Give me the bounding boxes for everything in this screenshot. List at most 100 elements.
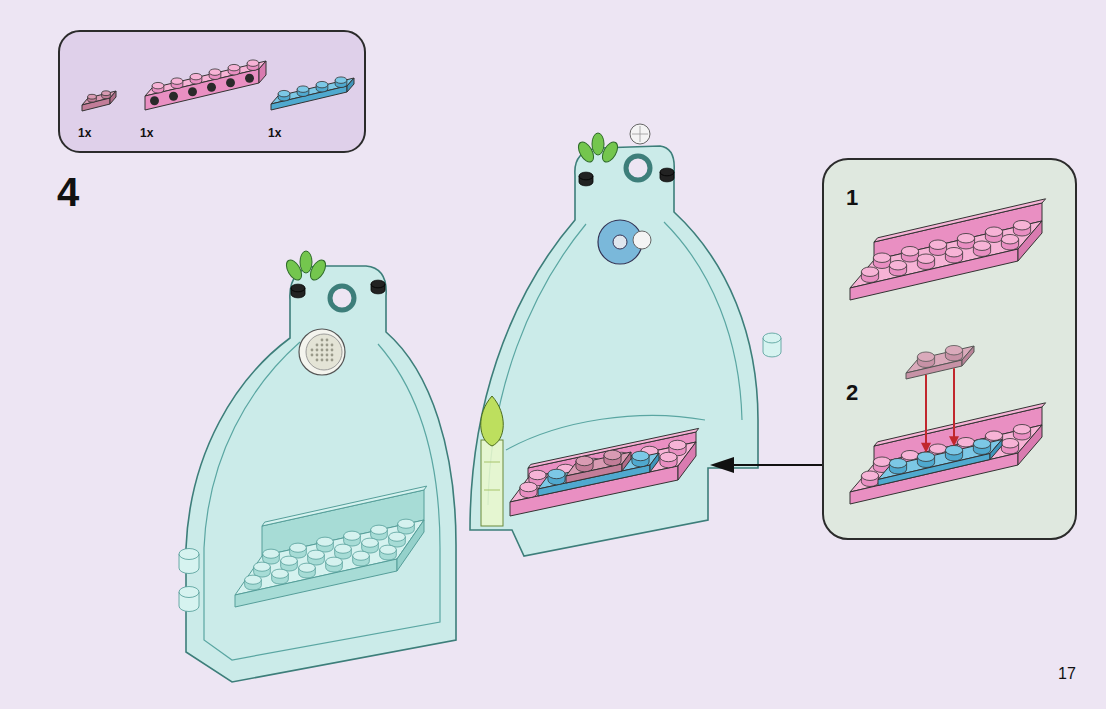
stud-top bbox=[317, 537, 334, 546]
plate-front bbox=[566, 464, 622, 483]
quantity-label: 1x bbox=[78, 126, 91, 140]
stud-top bbox=[291, 284, 305, 292]
stud-top bbox=[669, 440, 686, 449]
stud-top bbox=[889, 260, 906, 269]
pink-bracket bbox=[850, 403, 1046, 504]
stud-top bbox=[632, 451, 649, 460]
stud-top bbox=[389, 532, 406, 541]
grille-dot bbox=[326, 339, 329, 342]
stud-top bbox=[290, 543, 307, 552]
dark-pink-plate bbox=[566, 450, 631, 483]
text-slot: 1x bbox=[268, 123, 281, 141]
stud-top bbox=[901, 246, 918, 255]
stud-top bbox=[901, 450, 918, 459]
tube-ring bbox=[484, 462, 500, 490]
pod-rim bbox=[204, 342, 440, 660]
stud-top bbox=[247, 60, 259, 66]
stud-top bbox=[973, 439, 990, 448]
stud-top bbox=[604, 450, 621, 459]
page-number: 17 bbox=[1058, 665, 1076, 682]
left-pod bbox=[179, 251, 456, 682]
bracket-wall-top bbox=[528, 428, 699, 468]
plate-side bbox=[110, 91, 116, 104]
plate-side bbox=[259, 61, 266, 83]
plate-front bbox=[235, 559, 397, 607]
parts-list-box: 1x 1x 1x bbox=[58, 30, 366, 153]
blue-plate bbox=[878, 439, 1002, 486]
stud-top bbox=[929, 444, 946, 453]
stud-top bbox=[362, 538, 379, 547]
stud-top bbox=[576, 456, 593, 465]
bracket-wall bbox=[262, 490, 424, 556]
grille-dot bbox=[316, 354, 319, 357]
plate-side bbox=[347, 78, 354, 92]
text-slot: 1 bbox=[846, 185, 858, 210]
stud-top bbox=[945, 345, 962, 354]
grille-dot bbox=[321, 354, 324, 357]
side-stud-hole bbox=[150, 96, 159, 105]
quantity-label: 1x bbox=[268, 126, 281, 140]
tile-face bbox=[306, 334, 342, 370]
plate-front bbox=[271, 86, 347, 110]
side-stud-hole bbox=[188, 87, 197, 96]
part-blue-plate bbox=[271, 77, 354, 110]
callout-illustration bbox=[850, 199, 1046, 504]
stud-top bbox=[326, 557, 343, 566]
side-stud-hole bbox=[169, 92, 178, 101]
plate-side bbox=[650, 453, 659, 472]
red-arrow-line bbox=[925, 375, 927, 445]
grille-dot bbox=[321, 344, 324, 347]
pod-loop bbox=[626, 156, 650, 180]
stud-top bbox=[209, 69, 221, 75]
stud-top bbox=[889, 458, 906, 467]
grille-dot bbox=[326, 359, 329, 362]
bracket-wall-top bbox=[874, 403, 1046, 446]
stud-top bbox=[917, 352, 934, 361]
plate-front bbox=[850, 249, 1018, 300]
stud-top bbox=[171, 78, 183, 84]
bracket-wall-top bbox=[874, 199, 1046, 242]
part-illustration bbox=[824, 160, 1075, 538]
stud-top bbox=[660, 452, 677, 461]
stud-top bbox=[102, 91, 111, 96]
stud-top bbox=[316, 81, 328, 87]
stud-top bbox=[873, 457, 890, 466]
stud-top bbox=[263, 549, 280, 558]
step-number: 4 bbox=[57, 170, 79, 214]
part-illustration bbox=[60, 32, 364, 151]
stud-top bbox=[179, 587, 199, 598]
grille-dot bbox=[326, 354, 329, 357]
stud-top bbox=[985, 227, 1002, 236]
part-pink-brick-side-studs bbox=[145, 60, 266, 110]
stud-top bbox=[1013, 424, 1030, 433]
grille-dot bbox=[321, 349, 324, 352]
grille-dot bbox=[311, 354, 314, 357]
stud-top bbox=[929, 240, 946, 249]
stud-top bbox=[335, 77, 347, 83]
callout-number: 1 bbox=[846, 185, 858, 210]
stud-top bbox=[660, 168, 674, 176]
stud-top bbox=[299, 563, 316, 572]
clip bbox=[179, 587, 199, 612]
tube bbox=[481, 440, 503, 526]
dark-pink-plate bbox=[906, 345, 974, 379]
stud-top bbox=[917, 254, 934, 263]
pod-shell bbox=[186, 266, 456, 682]
right-pod bbox=[470, 124, 781, 556]
grille-dot bbox=[331, 344, 334, 347]
black-stud bbox=[371, 280, 385, 294]
stud-top bbox=[371, 525, 388, 534]
stud-top bbox=[308, 550, 325, 559]
gem-facet bbox=[632, 126, 648, 142]
quantity-label: 1x bbox=[140, 126, 153, 140]
pod-bench bbox=[506, 415, 705, 450]
stud-top bbox=[957, 437, 974, 446]
black-stud bbox=[579, 172, 593, 186]
stud-top bbox=[281, 556, 298, 565]
stud-top bbox=[1001, 438, 1018, 447]
black-stud bbox=[660, 168, 674, 182]
side-stud-hole bbox=[245, 74, 254, 83]
grille-dot bbox=[316, 359, 319, 362]
stud-top bbox=[254, 562, 271, 571]
stud-top bbox=[278, 90, 290, 96]
